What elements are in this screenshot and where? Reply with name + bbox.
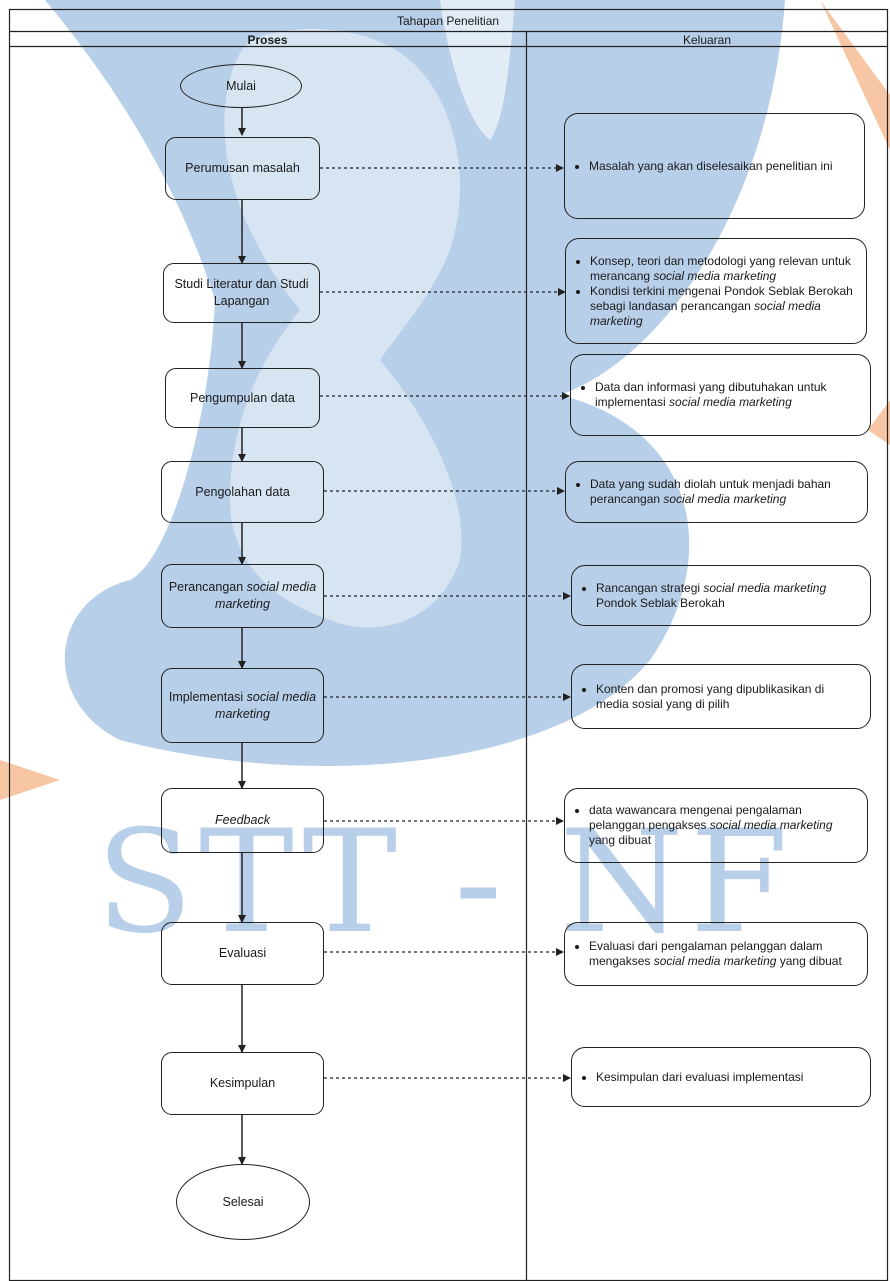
step-label: Perumusan masalah [185,161,300,175]
output-item: Konten dan promosi yang dipublikasikan d… [596,682,860,712]
step-label: Implementasi social media marketing [168,689,317,723]
output-evaluasi: Evaluasi dari pengalaman pelanggan dalam… [564,922,868,986]
start-node: Mulai [180,64,302,108]
output-perancangan: Rancangan strategi social media marketin… [571,565,871,626]
output-item: Kesimpulan dari evaluasi implementasi [596,1070,803,1085]
output-item: Konsep, teori dan metodologi yang releva… [590,254,856,284]
table-title: Tahapan Penelitian [396,14,500,28]
column-header-keluaran: Keluaran [682,33,732,47]
step-perancangan: Perancangan social media marketing [161,564,324,628]
step-studi-literatur: Studi Literatur dan Studi Lapangan [163,263,320,323]
output-item: data wawancara mengenai pengalaman pelan… [589,803,857,848]
start-label: Mulai [226,79,256,93]
column-header-proses: Proses [247,33,288,47]
step-label: Kesimpulan [209,1076,276,1090]
step-pengumpulan-data: Pengumpulan data [165,368,320,428]
step-label-italic: Feedback [215,813,270,827]
step-label-plain: Implementasi [168,689,247,704]
step-perumusan-masalah: Perumusan masalah [165,137,320,200]
end-label: Selesai [222,1195,264,1209]
step-label-italic: social media marketing [215,689,317,721]
output-item: Data dan informasi yang dibutuhakan untu… [595,380,860,410]
output-item: Kondisi terkini mengenai Pondok Seblak B… [590,284,856,329]
step-label: Pengumpulan data [190,390,295,405]
output-item: Rancangan strategi social media marketin… [596,581,860,611]
output-item: Evaluasi dari pengalaman pelanggan dalam… [589,939,857,969]
step-label-plain: Perancangan [168,580,247,594]
watermark-text: STT - NF [95,800,795,965]
output-pengumpulan: Data dan informasi yang dibutuhakan untu… [570,354,871,436]
step-label: Pengolahan data [195,484,290,499]
end-node: Selesai [176,1164,310,1240]
step-pengolahan-data: Pengolahan data [161,461,324,523]
step-label: Studi Literatur dan Studi Lapangan [174,277,309,308]
step-label: Evaluasi [218,946,267,960]
step-label: Perancangan social media marketing [168,579,317,613]
step-feedback: Feedback [161,788,324,853]
output-studi: Konsep, teori dan metodologi yang releva… [565,238,867,344]
output-feedback: data wawancara mengenai pengalaman pelan… [564,788,868,863]
output-pengolahan: Data yang sudah diolah untuk menjadi bah… [565,461,868,523]
step-evaluasi: Evaluasi [161,922,324,985]
output-item: Masalah yang akan diselesaikan penelitia… [589,159,833,174]
step-implementasi: Implementasi social media marketing [161,668,324,743]
step-label-italic: social media marketing [215,580,317,611]
output-implementasi: Konten dan promosi yang dipublikasikan d… [571,664,871,729]
output-item: Data yang sudah diolah untuk menjadi bah… [590,477,857,507]
step-kesimpulan: Kesimpulan [161,1052,324,1115]
output-kesimpulan: Kesimpulan dari evaluasi implementasi [571,1047,871,1107]
output-perumusan: Masalah yang akan diselesaikan penelitia… [564,113,865,219]
